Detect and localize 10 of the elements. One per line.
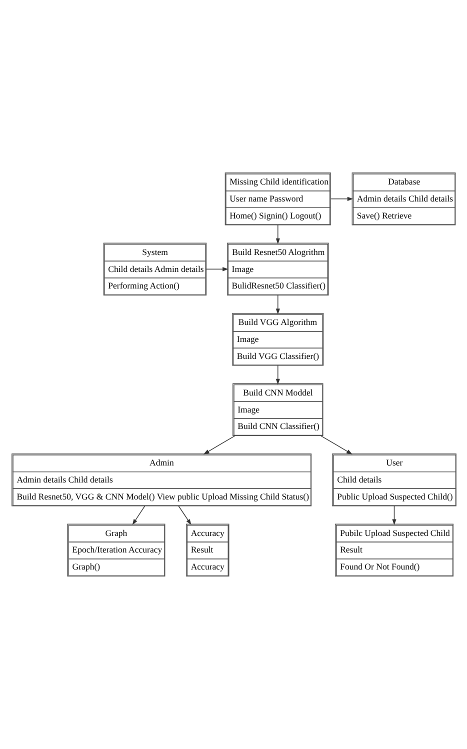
arrow: [132, 506, 145, 525]
arrow: [392, 506, 396, 526]
arrow: [330, 196, 353, 201]
arrow: [202, 435, 235, 454]
arrow: [275, 224, 280, 244]
arrow: [275, 365, 280, 385]
arrow: [206, 267, 228, 272]
arrow: [320, 435, 352, 454]
arrow: [178, 506, 191, 525]
arrow: [275, 294, 280, 314]
